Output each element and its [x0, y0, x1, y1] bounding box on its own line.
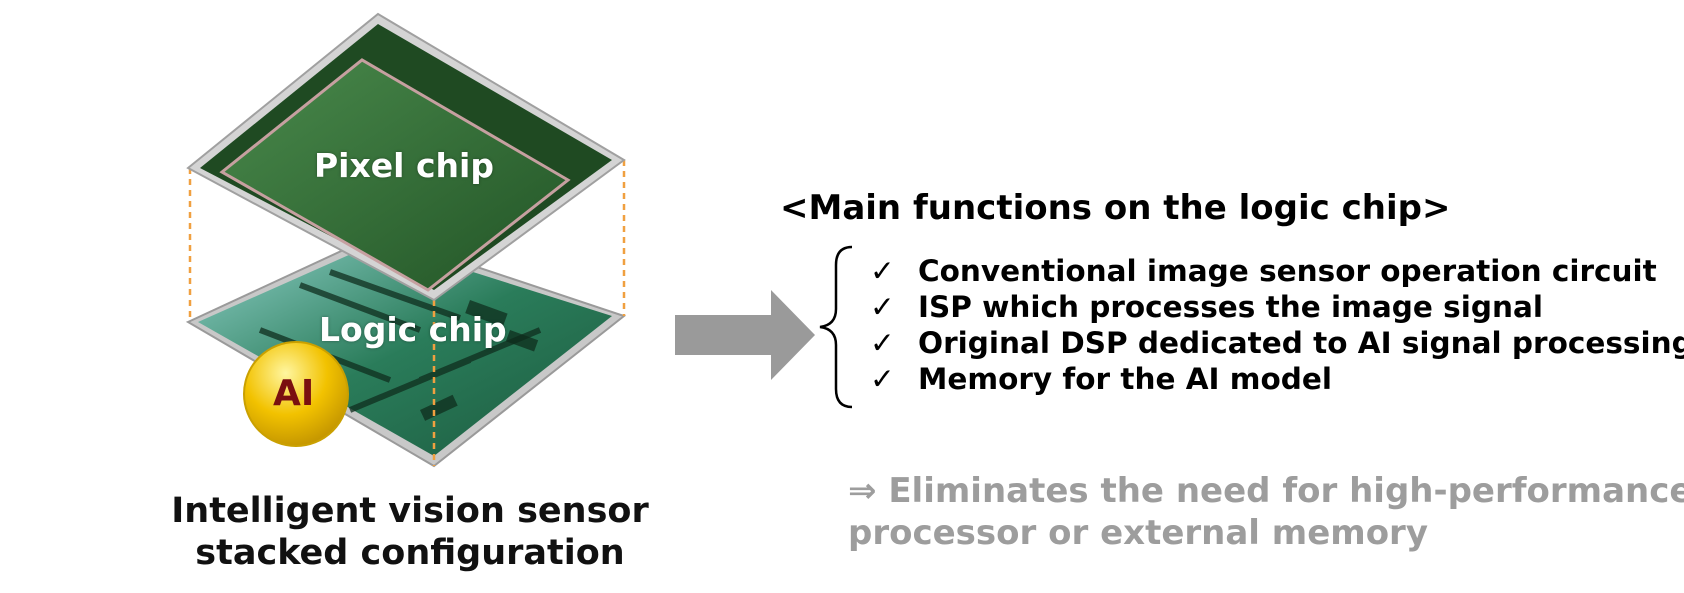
- list-item: ✓ Memory for the AI model: [870, 361, 1684, 397]
- functions-list: ✓ Conventional image sensor operation cir…: [870, 253, 1684, 397]
- function-text: Conventional image sensor operation circ…: [918, 254, 1657, 288]
- caption-line-1: Intelligent vision sensor: [171, 491, 649, 531]
- ai-badge: [243, 341, 349, 447]
- pixel-chip-label: Pixel chip: [314, 146, 494, 185]
- function-text: Memory for the AI model: [918, 362, 1333, 396]
- functions-heading: <Main functions on the logic chip>: [780, 188, 1451, 228]
- ai-badge-label: AI: [273, 373, 315, 414]
- left-brace-icon: [819, 245, 853, 409]
- check-icon: ✓: [870, 290, 895, 324]
- function-text: ISP which processes the image signal: [918, 290, 1543, 324]
- dashed-guide-lines: [188, 160, 626, 466]
- caption-line-2: stacked configuration: [195, 533, 625, 573]
- function-text: Original DSP dedicated to AI signal proc…: [918, 326, 1684, 360]
- check-icon: ✓: [870, 326, 895, 360]
- conclusion-text: ⇒ Eliminates the need for high-performan…: [848, 470, 1684, 554]
- check-icon: ✓: [870, 362, 895, 396]
- logic-chip-label: Logic chip: [319, 310, 507, 349]
- list-item: ✓ Original DSP dedicated to AI signal pro…: [870, 325, 1684, 361]
- stacked-chip-illustration: [185, 12, 627, 468]
- diagram-caption: Intelligent vision sensor stacked config…: [160, 490, 660, 574]
- conclusion-line-1: ⇒ Eliminates the need for high-performan…: [848, 471, 1684, 511]
- pixel-chip: [186, 12, 626, 302]
- right-arrow-icon: [675, 290, 815, 380]
- check-icon: ✓: [870, 254, 895, 288]
- conclusion-line-2: processor or external memory: [848, 513, 1428, 553]
- list-item: ✓ ISP which processes the image signal: [870, 289, 1684, 325]
- list-item: ✓ Conventional image sensor operation cir…: [870, 253, 1684, 289]
